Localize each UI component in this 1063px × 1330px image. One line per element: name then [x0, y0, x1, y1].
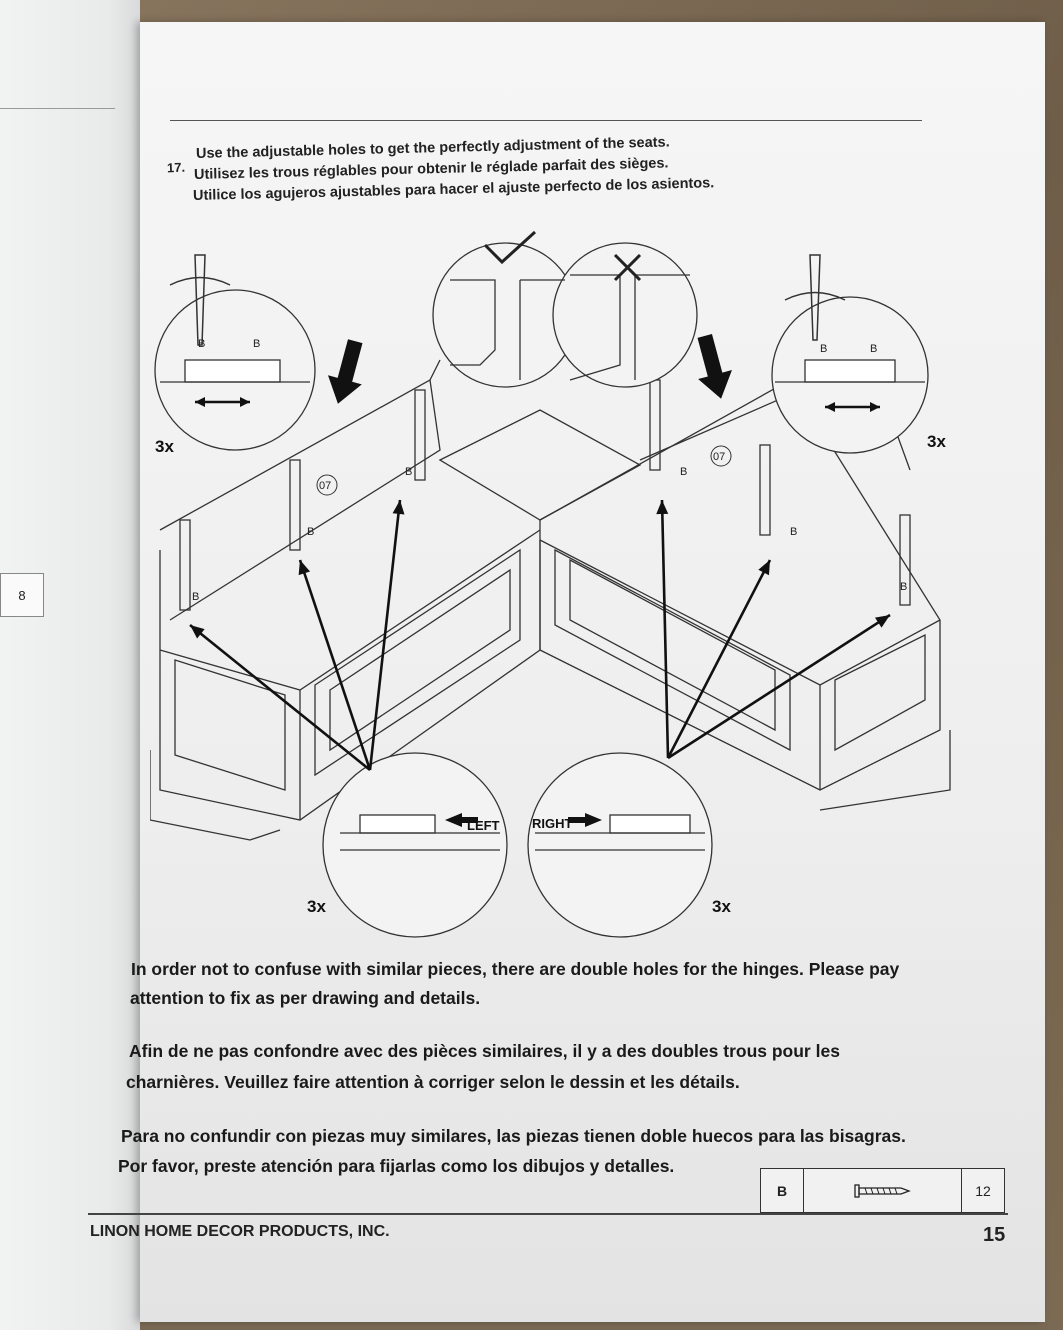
qty-bottom-right: 3x	[712, 897, 731, 916]
correct-check-icon	[483, 230, 537, 265]
assembly-drawing: 3x 3x 3x 3x 07 07 B B B B B B B B B B LE…	[150, 230, 951, 938]
screwdriver-icon-right	[809, 254, 821, 341]
left-page	[0, 0, 140, 1330]
hinge-b-label: B	[900, 581, 907, 593]
pointer-arrows	[189, 499, 891, 772]
part-label-07-right: 07	[713, 451, 725, 463]
company-name: LINON HOME DECOR PRODUCTS, INC.	[90, 1223, 390, 1240]
left-page-tab-number: 8	[18, 587, 26, 603]
parts-table-qty: 12	[975, 1182, 991, 1199]
parts-table-part: B	[761, 1169, 804, 1212]
paragraph-en-line-2: attention to fix as per drawing and deta…	[130, 988, 481, 1008]
right-label: RIGHT	[532, 816, 573, 831]
top-rule	[170, 120, 922, 121]
instruction-page	[140, 22, 1045, 1322]
detail-circle-bottom-right	[527, 752, 713, 938]
hinge-b-label: B	[192, 591, 199, 603]
paragraph-fr-line-1: Afin de ne pas confondre avec des pièces…	[129, 1041, 840, 1061]
detail-circle-wrong	[552, 242, 698, 388]
parts-table: B 12	[760, 1168, 1005, 1213]
corner-seat	[438, 409, 642, 650]
hinge-b-label: B	[307, 526, 314, 538]
qty-top-left: 3x	[155, 437, 174, 456]
left-bench	[150, 359, 541, 841]
step-number: 17.	[166, 159, 186, 176]
left-page-tab: 8	[0, 573, 44, 617]
page-number: 15	[983, 1224, 1006, 1246]
paragraph-es-line-1: Para no confundir con piezas muy similar…	[121, 1126, 906, 1146]
hinge-b-label: B	[405, 466, 412, 478]
left-label: LEFT	[467, 818, 500, 833]
left-page-rule	[0, 108, 115, 109]
paragraph-fr-line-2: charnières. Veuillez faire attention à c…	[126, 1072, 740, 1092]
paragraph-en-line-1: In order not to confuse with similar pie…	[131, 959, 900, 979]
hinge-b-label: B	[253, 338, 260, 350]
hinge-b-label: B	[870, 343, 877, 355]
hinge-b-label: B	[198, 338, 205, 350]
footer-rule	[88, 1213, 1008, 1215]
press-down-arrow-right	[697, 333, 732, 399]
screwdriver-icon-left	[194, 254, 206, 346]
screw-icon	[804, 1169, 962, 1212]
detail-circle-bottom-left	[322, 752, 508, 938]
qty-bottom-left: 3x	[307, 897, 326, 916]
hinge-b-label: B	[680, 466, 687, 478]
wrong-x-icon	[613, 253, 642, 282]
hinge-b-label: B	[820, 343, 827, 355]
paragraph-es-line-2: Por favor, preste atención para fijarlas…	[118, 1156, 675, 1176]
press-down-arrow-left	[327, 339, 363, 404]
qty-top-right: 3x	[927, 432, 946, 451]
hinge-b-label: B	[790, 526, 797, 538]
part-label-07-left: 07	[319, 480, 331, 492]
hinge-slats	[179, 379, 911, 611]
